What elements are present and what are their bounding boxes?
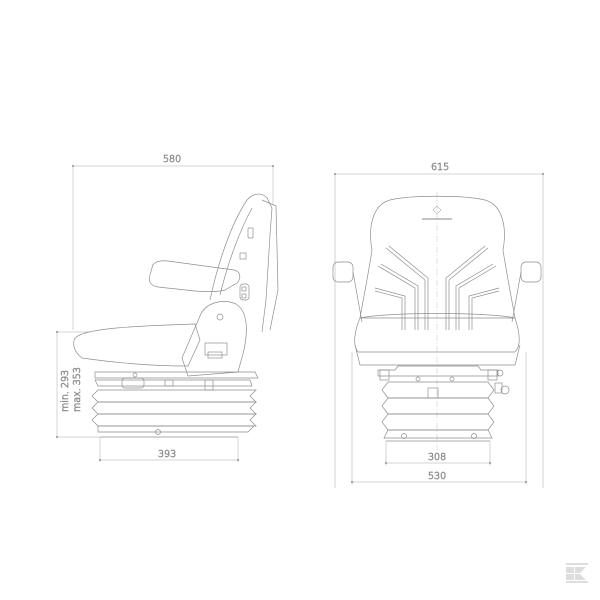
dimension-height — [55, 330, 100, 439]
dimension-580 — [71, 164, 275, 330]
armrest — [148, 260, 241, 293]
dim-label-height-max: max. 353 — [72, 367, 83, 412]
backrest-grooves — [374, 245, 500, 330]
side-view: 580 max. 353 min. 293 — [55, 154, 279, 462]
dimension-615 — [333, 172, 545, 488]
backrest — [209, 193, 273, 333]
dim-label-393: 393 — [158, 449, 176, 460]
armrest-right — [520, 261, 542, 283]
front-view: 615 — [332, 162, 545, 488]
seat-cushion — [73, 323, 201, 367]
dim-label-height-min: min. 293 — [60, 370, 71, 412]
dimension-393 — [98, 437, 240, 462]
slide-rails — [94, 371, 259, 379]
dimension-530 — [350, 352, 528, 485]
dim-label-615: 615 — [431, 162, 449, 173]
bellows — [91, 389, 257, 438]
seat-cushion-front — [354, 313, 520, 353]
backrest-front — [359, 195, 516, 319]
armrest-left — [332, 261, 354, 283]
dim-label-530: 530 — [428, 471, 446, 482]
dim-label-580: 580 — [163, 154, 181, 165]
dim-label-308: 308 — [428, 452, 446, 463]
side-bracket — [181, 301, 247, 377]
k-logo-icon — [566, 563, 588, 583]
bellows-front — [381, 381, 495, 442]
suspension-frame — [377, 365, 499, 377]
dimension-308 — [384, 441, 492, 466]
